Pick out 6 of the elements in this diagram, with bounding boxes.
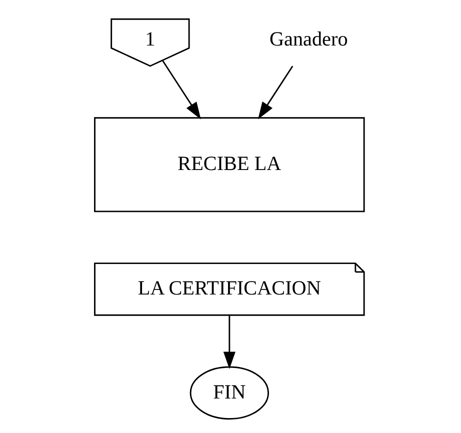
node-box: RECIBE LA: [94, 117, 365, 212]
arrow: [162, 60, 201, 120]
arrow: [223, 316, 236, 370]
arrow: [258, 66, 294, 120]
node-ellipse: FIN: [190, 366, 270, 420]
node-text: Ganadero: [269, 28, 348, 50]
